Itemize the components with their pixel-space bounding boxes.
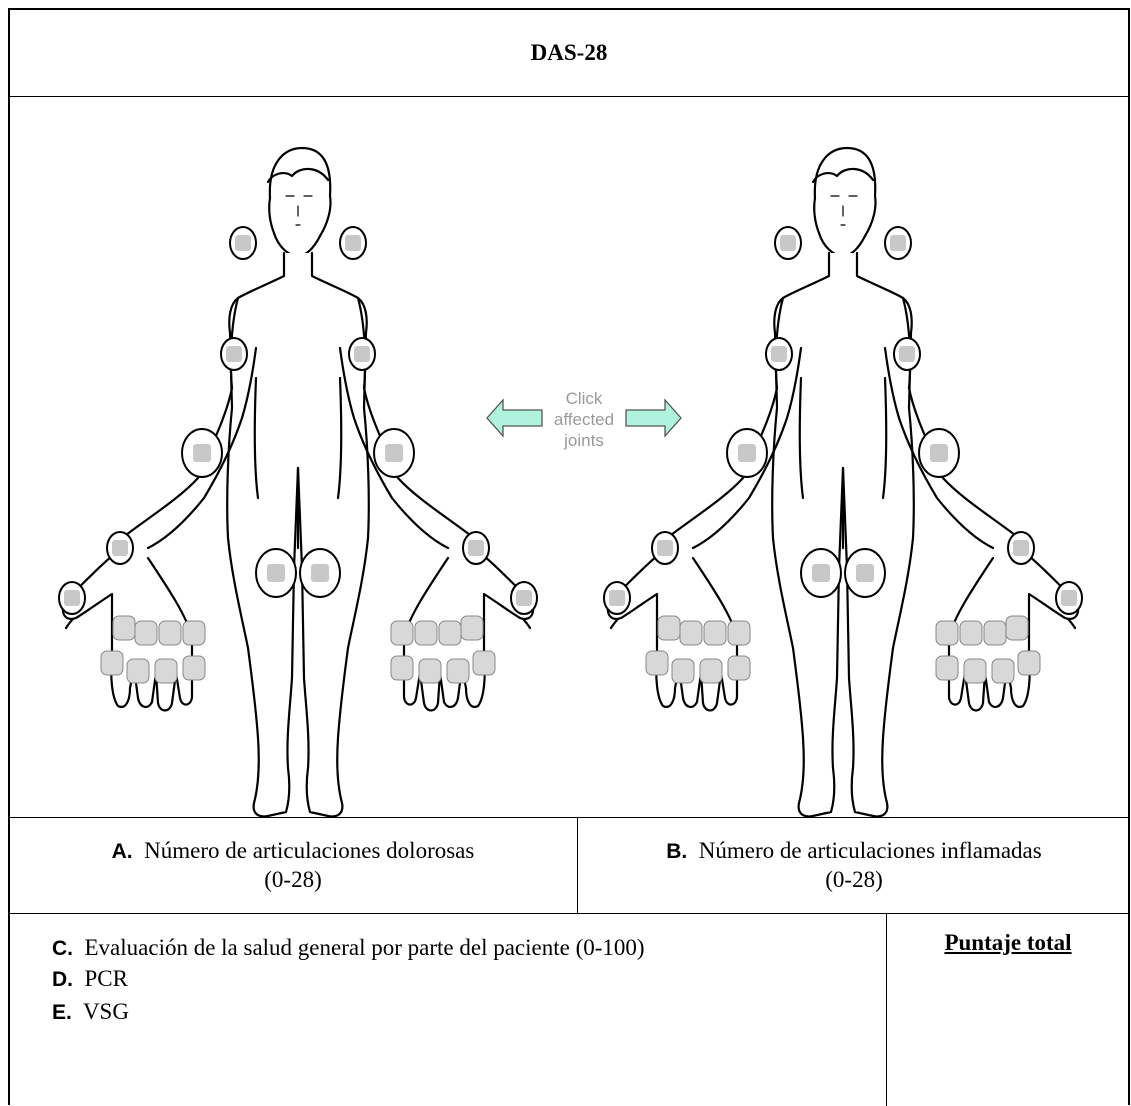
divider-total (886, 913, 887, 1106)
section-e-text: VSG (83, 999, 129, 1024)
section-e-row: E. VSG (52, 994, 882, 1031)
section-b-text: Número de articulaciones inflamadas (699, 838, 1042, 863)
right-arrow-icon (626, 400, 681, 436)
hint-line-2: affected (554, 410, 614, 429)
body-diagrams: Click affected joints (0, 0, 1131, 817)
hint-line-3: joints (563, 431, 604, 450)
total-score-label: Puntaje total (888, 930, 1128, 956)
section-e-letter: E. (52, 1001, 72, 1024)
section-b-range: (0-28) (825, 866, 882, 894)
section-a-letter: A. (112, 840, 133, 863)
left-body-figure[interactable] (59, 148, 537, 816)
section-c-text: Evaluación de la salud general por parte… (85, 935, 645, 960)
divider-counts (8, 913, 1130, 914)
swollen-joints-cell: B. Número de articulaciones inflamadas (… (578, 818, 1130, 913)
section-b-letter: B. (666, 840, 687, 863)
left-arrow-icon (487, 400, 542, 436)
hint-line-1: Click (566, 389, 603, 408)
right-body-figure[interactable] (604, 148, 1082, 816)
section-a-range: (0-28) (264, 866, 321, 894)
section-c-letter: C. (52, 937, 73, 960)
lab-values-cell: C. Evaluación de la salud general por pa… (52, 930, 882, 1031)
tender-joints-cell: A. Número de articulaciones dolorosas (0… (10, 818, 576, 913)
section-d-letter: D. (52, 968, 73, 991)
section-d-text: PCR (85, 966, 128, 991)
section-a-text: Número de articulaciones dolorosas (144, 838, 474, 863)
